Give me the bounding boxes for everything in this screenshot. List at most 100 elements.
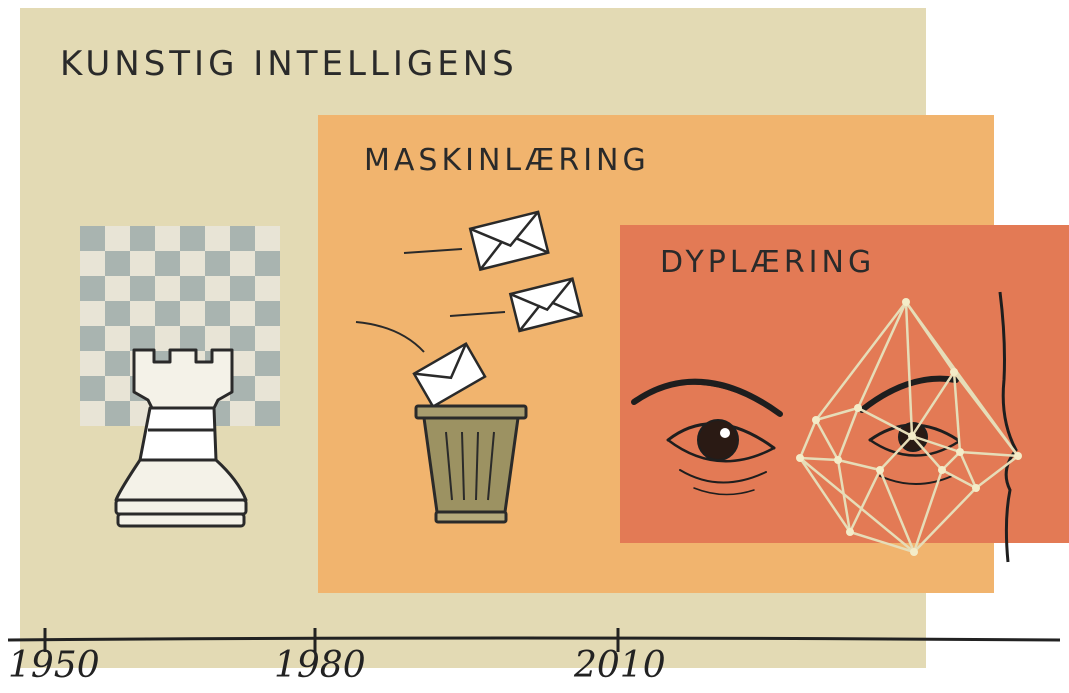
mesh-node [796, 454, 804, 462]
chess-square [105, 376, 130, 401]
mesh-edge [814, 419, 840, 461]
chess-square [205, 326, 230, 351]
timeline-year-1950: 1950 [8, 645, 100, 686]
chess-square [80, 376, 105, 401]
face-mesh-icon [796, 298, 1022, 556]
chess-square [105, 276, 130, 301]
mesh-edge [911, 434, 961, 454]
chess-square [130, 276, 155, 301]
chess-square [230, 351, 255, 376]
chess-square [105, 351, 130, 376]
chess-square [230, 326, 255, 351]
chess-square [255, 251, 280, 276]
mesh-edge [798, 457, 852, 533]
chess-square [180, 226, 205, 251]
chess-square [255, 226, 280, 251]
chess-square [155, 326, 180, 351]
mesh-edge [879, 435, 913, 471]
chess-square [255, 351, 280, 376]
chess-square [155, 276, 180, 301]
mesh-edge [878, 469, 916, 553]
mesh-node [854, 404, 862, 412]
mesh-node [972, 484, 980, 492]
mesh-edge [959, 450, 1019, 458]
mesh-edge [941, 451, 961, 471]
chess-square [230, 226, 255, 251]
mesh-node [834, 456, 842, 464]
chess-square [255, 326, 280, 351]
mesh-edge [798, 419, 818, 459]
mesh-edge [815, 406, 859, 422]
mesh-node [938, 466, 946, 474]
chess-square [205, 301, 230, 326]
mesh-node [1014, 452, 1022, 460]
mesh-edge [912, 469, 944, 553]
mesh-edge [953, 371, 1019, 457]
mesh-edge [837, 458, 881, 472]
mesh-edge [836, 407, 860, 461]
chess-square [80, 301, 105, 326]
envelope-icon [355, 210, 584, 409]
timeline-axis [7, 628, 1061, 652]
face-profile-line [998, 291, 1018, 563]
mesh-edge [799, 456, 839, 462]
chess-square [105, 301, 130, 326]
chess-square [255, 376, 280, 401]
mesh-edge [815, 301, 907, 421]
mesh-edge [848, 469, 882, 533]
mesh-edge [904, 301, 914, 437]
mesh-edge [799, 457, 915, 553]
chess-square [180, 251, 205, 276]
chess-square [155, 251, 180, 276]
chess-square [180, 301, 205, 326]
mesh-node [846, 528, 854, 536]
panel-title-ml: MASKINLÆRING [364, 143, 650, 178]
mesh-node [956, 448, 964, 456]
mesh-node [902, 298, 910, 306]
mesh-edge [849, 530, 915, 554]
chess-square [130, 301, 155, 326]
mesh-edge [913, 487, 977, 553]
chess-square [130, 251, 155, 276]
chess-square [155, 301, 180, 326]
chess-square [255, 401, 280, 426]
mesh-edge [911, 435, 943, 471]
chess-square [80, 401, 105, 426]
chess-square [105, 226, 130, 251]
chess-square [105, 326, 130, 351]
chess-square [180, 276, 205, 301]
chess-square [255, 276, 280, 301]
timeline-year-2010: 2010 [574, 645, 666, 686]
chess-square [80, 251, 105, 276]
chess-square [80, 276, 105, 301]
chess-square [230, 376, 255, 401]
panel-title-ai: KUNSTIG INTELLIGENS [60, 44, 518, 84]
eye-icon [631, 378, 783, 496]
chess-square [80, 351, 105, 376]
chess-square [205, 226, 230, 251]
chess-square [155, 226, 180, 251]
mesh-node [876, 466, 884, 474]
mesh-edge [857, 406, 913, 438]
mesh-node [908, 432, 916, 440]
mesh-edge [952, 371, 962, 453]
mesh-node [950, 368, 958, 376]
trash-can-icon [414, 404, 528, 524]
mesh-edge [910, 371, 956, 437]
mesh-edge [941, 468, 977, 490]
chess-square [230, 401, 255, 426]
chess-square [230, 276, 255, 301]
panel-title-dl: DYPLÆRING [660, 245, 876, 280]
chess-square [105, 401, 130, 426]
chess-square [255, 301, 280, 326]
chess-square [130, 326, 155, 351]
chess-square [130, 226, 155, 251]
chess-square [205, 251, 230, 276]
mesh-edge [975, 455, 1019, 489]
chess-square [80, 226, 105, 251]
chess-square [205, 276, 230, 301]
mesh-node [910, 548, 918, 556]
mesh-edge [836, 459, 852, 533]
chess-square [80, 326, 105, 351]
